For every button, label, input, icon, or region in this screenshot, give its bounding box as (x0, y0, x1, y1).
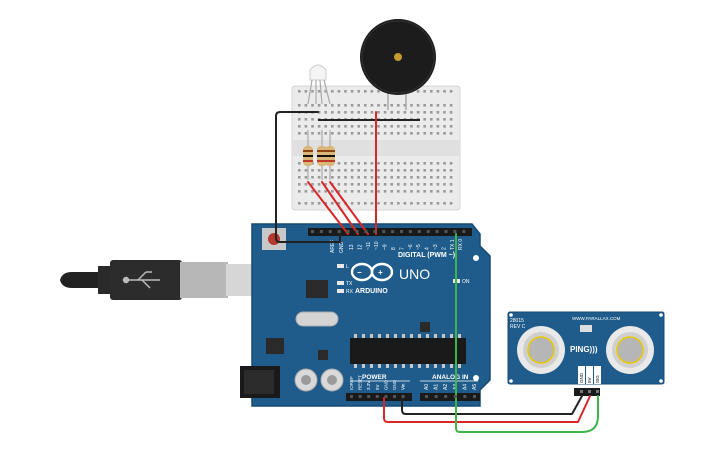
rx-label: RX (346, 289, 354, 295)
reset-button[interactable] (262, 228, 286, 250)
power-jack (240, 366, 280, 398)
digital-label: DIGITAL (PWM ~) (398, 252, 455, 259)
digital-pin-label: 2 (441, 247, 447, 250)
resistor (317, 130, 327, 180)
usb-chip (306, 280, 328, 298)
svg-text:+: + (378, 268, 383, 277)
digital-pin-label: 7 (399, 247, 405, 250)
power-header (346, 393, 412, 401)
ping-ultrasonic-sensor: 28015 REV C WWW.PARALLAX.COM PING))) GND… (507, 311, 665, 396)
wire-red-led-3 (329, 181, 369, 235)
sensor-revision: REV C (510, 324, 526, 330)
digital-pin-label: ~11 (366, 242, 372, 250)
analog-pin-label: A0 (424, 384, 430, 390)
arduino-logo: − + (350, 262, 394, 282)
digital-pin-label: 8 (391, 247, 397, 250)
sensor-name: PING))) (570, 345, 598, 354)
wire-black-gnd (275, 111, 341, 243)
analog-pin-label: A4 (462, 384, 468, 390)
svg-text:−: − (357, 268, 362, 277)
sensor-pin-label: GND (579, 372, 584, 383)
sensor-led (580, 325, 592, 332)
digital-header (308, 228, 472, 236)
aref-label: AREF (330, 240, 336, 253)
piezo-buzzer (360, 19, 436, 110)
power-pin-label: GND (392, 379, 397, 390)
wire-red-5v (383, 395, 591, 423)
wire-black-sensor-gnd (401, 395, 583, 415)
sensor-header (574, 388, 600, 396)
digital-pin-label: ~6 (408, 244, 414, 250)
wire-red-led-1 (307, 181, 349, 235)
wire-red-led-2 (321, 181, 359, 235)
transducer-right (606, 326, 654, 374)
usb-cable (60, 260, 254, 300)
digital-pin-label: ~10 (374, 241, 380, 250)
digital-pin-label: ~9 (383, 244, 389, 250)
wires (275, 111, 599, 433)
digital-pin-label: 13 (349, 244, 355, 250)
digital-pin-label: 4 (425, 247, 431, 250)
analog-pin-label: A2 (443, 384, 449, 390)
on-label: ON (462, 279, 470, 285)
power-pin-label: Vin (401, 383, 406, 390)
resistors (303, 130, 335, 180)
power-pin-label: GND (383, 379, 388, 390)
rgb-led (307, 64, 331, 105)
power-label: POWER (362, 374, 387, 381)
brand-label: ARDUINO (355, 288, 388, 295)
analog-pin-label: A5 (472, 384, 478, 390)
atmega-chip (350, 334, 466, 368)
power-pin-label: IOREF (349, 376, 354, 390)
transducer-left (517, 326, 565, 374)
digital-pin-label: ~3 (433, 244, 439, 250)
sensor-pin-label: 5V (587, 377, 592, 383)
usb-icon (122, 271, 160, 289)
analog-pin-label: A1 (434, 384, 440, 390)
analog-label: ANALOG IN (432, 374, 469, 381)
digital-pin-label: 12 (357, 244, 363, 250)
header-pins (311, 230, 599, 398)
sensor-url: WWW.PARALLAX.COM (572, 316, 621, 321)
analog-header (420, 393, 480, 401)
model-label: UNO (399, 266, 430, 282)
power-pin-label: 3.3V (366, 381, 371, 390)
crystal-oscillator (295, 311, 339, 327)
wire-green-signal (455, 233, 599, 433)
sensor-part-number: 28015 (510, 318, 524, 324)
l-label: L (346, 264, 349, 270)
resistor (325, 130, 335, 180)
digital-pin-label: ~5 (416, 244, 422, 250)
tx-label: TX (346, 281, 353, 287)
resistor (303, 130, 313, 180)
power-pin-label: RESET (358, 375, 363, 390)
sensor-pin-label: SIG (595, 375, 600, 383)
gnd-label: GND (339, 242, 345, 254)
digital-pin-label: TX 1 (450, 239, 456, 250)
digital-pin-label: RX 0 (458, 239, 464, 250)
power-pin-label: 5V (375, 384, 380, 390)
